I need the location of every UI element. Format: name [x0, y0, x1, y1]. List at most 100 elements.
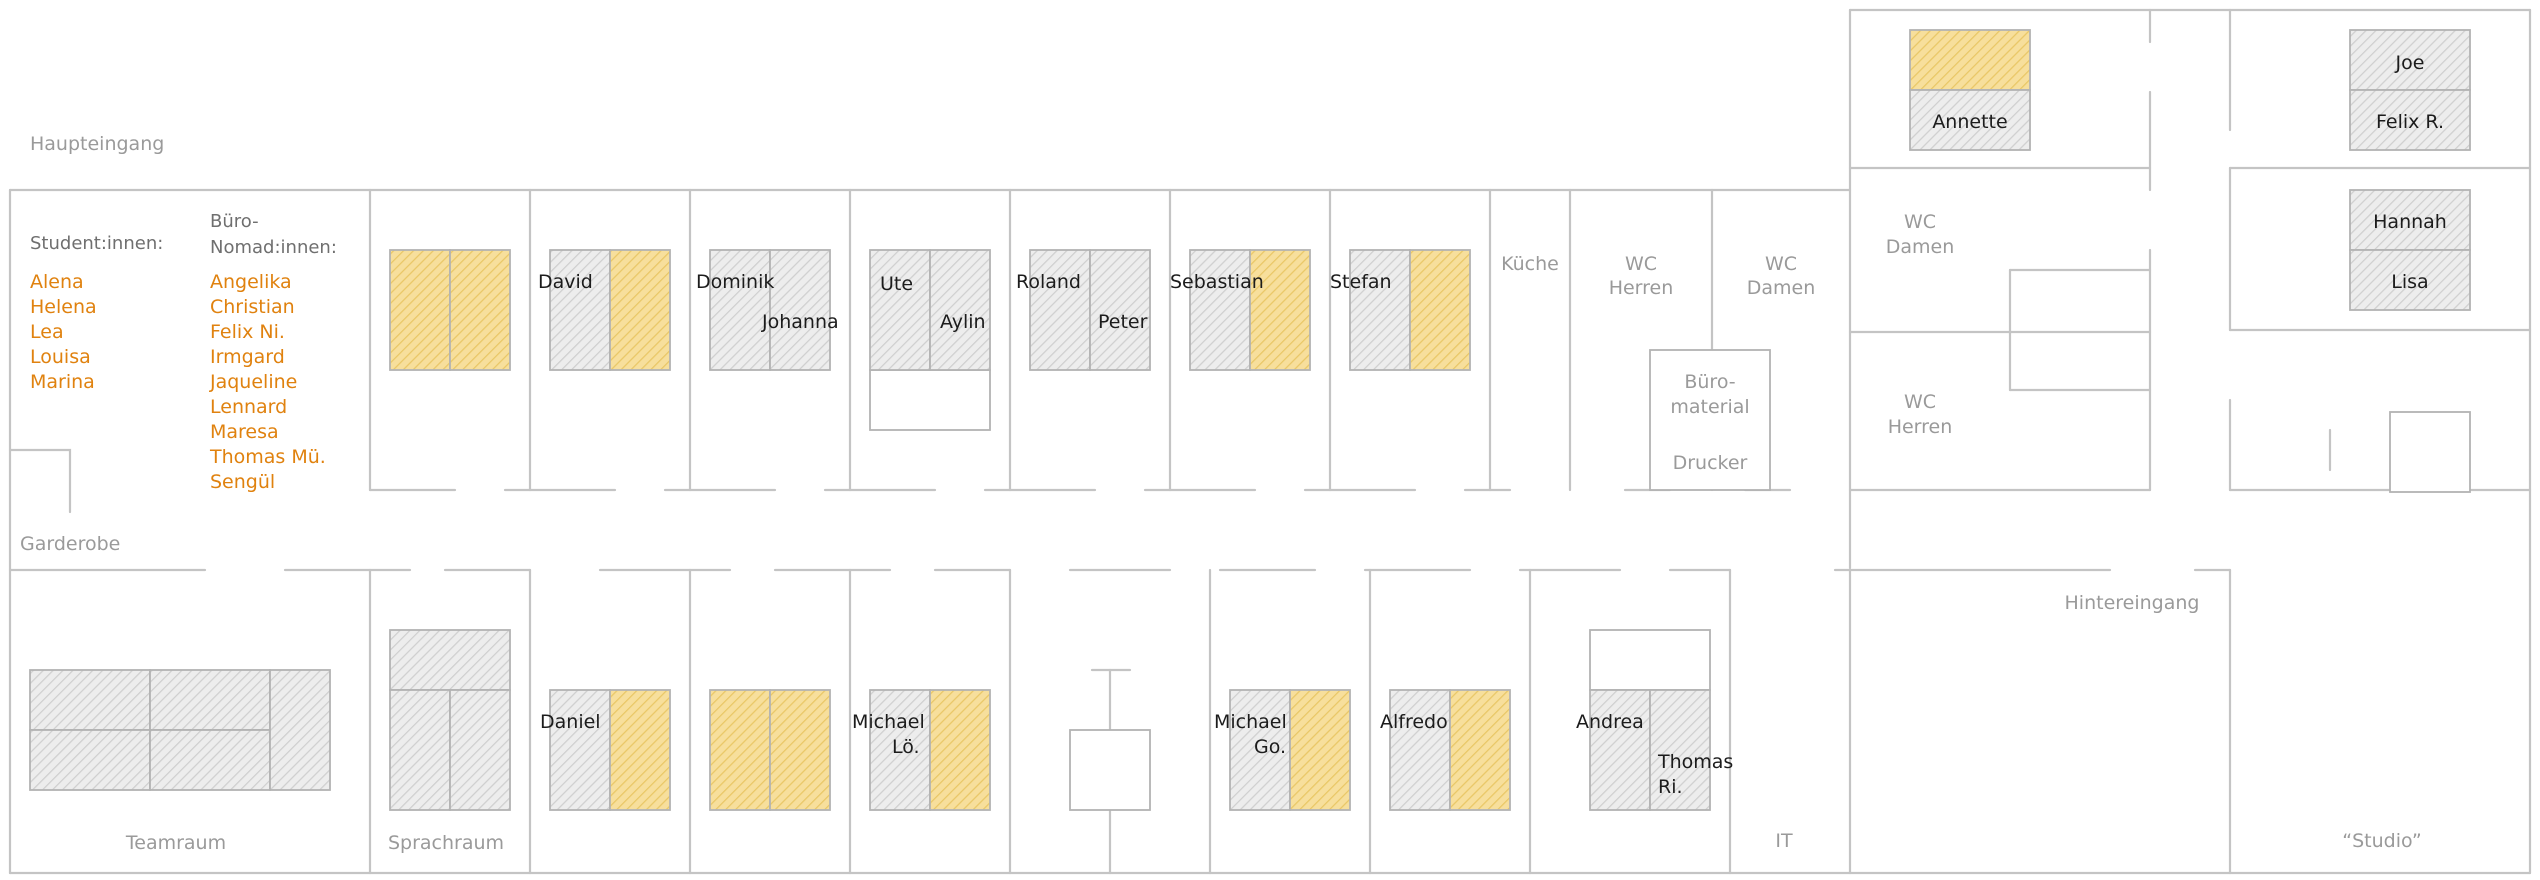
desk-reserved[interactable]	[1249, 249, 1311, 371]
label-bueromaterial-1: Büro-	[1684, 371, 1735, 393]
desk-roland[interactable]	[1029, 249, 1091, 371]
team-table-segment[interactable]	[269, 669, 331, 791]
language-desk[interactable]	[449, 689, 511, 811]
label-garderobe: Garderobe	[20, 533, 120, 555]
name-annette: Annette	[1932, 111, 2007, 133]
desk-reserved[interactable]	[1449, 689, 1511, 811]
shelf-andrea	[1589, 629, 1711, 691]
desk-aylin[interactable]	[929, 249, 991, 371]
cabinets	[869, 349, 2471, 811]
desk-stefan[interactable]	[1349, 249, 1411, 371]
nomad-entry: Christian	[210, 296, 295, 318]
nomad-entry: Maresa	[210, 421, 279, 443]
team-table-segment[interactable]	[149, 669, 271, 731]
desk-reserved[interactable]	[609, 249, 671, 371]
team-table-segment[interactable]	[29, 729, 151, 791]
desk-reserved[interactable]	[1909, 29, 2031, 91]
label-studio: “Studio”	[2342, 830, 2422, 852]
desk-peter[interactable]	[1089, 249, 1151, 371]
desk-annette[interactable]	[1909, 89, 2031, 151]
desk-reserved[interactable]	[1409, 249, 1471, 371]
name-michael-go-2: Go.	[1254, 736, 1286, 758]
label-bueromaterial-2: material	[1670, 396, 1749, 418]
desk-reserved[interactable]	[449, 249, 511, 371]
name-sebastian: Sebastian	[1170, 271, 1264, 293]
desks-top-row	[389, 249, 1471, 371]
label-wc-herren-top-1: WC	[1625, 253, 1657, 275]
name-david: David	[538, 271, 593, 293]
desk-dominik[interactable]	[709, 249, 771, 371]
cabinet-empty-room	[1069, 729, 1151, 811]
desk-johanna[interactable]	[769, 249, 831, 371]
student-entry: Helena	[30, 296, 97, 318]
desk-hannah[interactable]	[2349, 189, 2471, 251]
student-entry: Marina	[30, 371, 95, 393]
name-roland: Roland	[1016, 271, 1081, 293]
nomad-entry: Irmgard	[210, 346, 285, 368]
nomads-heading-2: Nomad:innen:	[210, 237, 337, 258]
language-table[interactable]	[389, 629, 511, 691]
shelf-right	[2389, 411, 2471, 493]
nomad-entry: Sengül	[210, 471, 275, 493]
label-wc-damen-top-1: WC	[1765, 253, 1797, 275]
shelf-ute	[869, 369, 991, 431]
nomad-entry: Angelika	[210, 271, 292, 293]
name-thomas-ri-2: Ri.	[1658, 776, 1683, 798]
name-lisa: Lisa	[2391, 271, 2428, 293]
desk-reserved[interactable]	[769, 689, 831, 811]
nomad-entry: Jaqueline	[209, 371, 297, 393]
desk-michael-lo[interactable]	[869, 689, 931, 811]
label-wc-damen-right-2: Damen	[1886, 236, 1955, 258]
label-kueche: Küche	[1501, 253, 1559, 275]
desk-andrea[interactable]	[1589, 689, 1651, 811]
name-michael-lo-2: Lö.	[892, 736, 920, 758]
desk-sebastian[interactable]	[1189, 249, 1251, 371]
name-andrea: Andrea	[1576, 711, 1644, 733]
desk-reserved[interactable]	[389, 249, 451, 371]
label-drucker: Drucker	[1673, 452, 1748, 474]
name-michael-go-1: Michael	[1214, 711, 1287, 733]
desk-reserved[interactable]	[1289, 689, 1351, 811]
team-table-segment[interactable]	[29, 669, 151, 731]
desk-reserved[interactable]	[929, 689, 991, 811]
people-lists: Student:innen: Alena Helena Lea Louisa M…	[30, 211, 337, 493]
label-teamraum: Teamraum	[125, 832, 226, 854]
team-table-segment[interactable]	[149, 729, 271, 791]
label-hintereingang: Hintereingang	[2065, 592, 2200, 614]
label-wc-herren-right-1: WC	[1904, 391, 1936, 413]
desk-labels: David Dominik Johanna Ute Aylin Roland P…	[538, 52, 2447, 798]
name-michael-lo-1: Michael	[852, 711, 925, 733]
label-wc-herren-top-2: Herren	[1609, 277, 1674, 299]
name-daniel: Daniel	[540, 711, 601, 733]
desk-felix-r[interactable]	[2349, 89, 2471, 151]
desk-daniel[interactable]	[549, 689, 611, 811]
language-desk[interactable]	[389, 689, 451, 811]
nomad-entry: Felix Ni.	[210, 321, 285, 343]
nomad-entry: Lennard	[210, 396, 287, 418]
students-heading: Student:innen:	[30, 233, 163, 254]
name-felix-r: Felix R.	[2376, 111, 2444, 133]
nomad-entry: Thomas Mü.	[209, 446, 326, 468]
desk-alfredo[interactable]	[1389, 689, 1451, 811]
desk-reserved[interactable]	[609, 689, 671, 811]
label-it: IT	[1775, 830, 1793, 852]
supply-cabinet	[1649, 349, 1771, 491]
student-entry: Louisa	[30, 346, 91, 368]
desk-joe[interactable]	[2349, 29, 2471, 91]
desk-lisa[interactable]	[2349, 249, 2471, 311]
name-thomas-ri-1: Thomas	[1657, 751, 1733, 773]
label-wc-damen-right-1: WC	[1904, 211, 1936, 233]
desks-right-block	[1909, 29, 2471, 311]
nomads-heading-1: Büro-	[210, 211, 259, 232]
desk-thomas-ri[interactable]	[1649, 689, 1711, 811]
name-hannah: Hannah	[2373, 211, 2447, 233]
name-alfredo: Alfredo	[1380, 711, 1448, 733]
desk-michael-go[interactable]	[1229, 689, 1291, 811]
desk-david[interactable]	[549, 249, 611, 371]
label-wc-damen-top-2: Damen	[1747, 277, 1816, 299]
name-aylin: Aylin	[940, 311, 986, 333]
desks-bottom-row	[29, 629, 1711, 811]
desk-ute[interactable]	[869, 249, 931, 371]
label-sprachraum: Sprachraum	[388, 832, 504, 854]
desk-reserved[interactable]	[709, 689, 771, 811]
